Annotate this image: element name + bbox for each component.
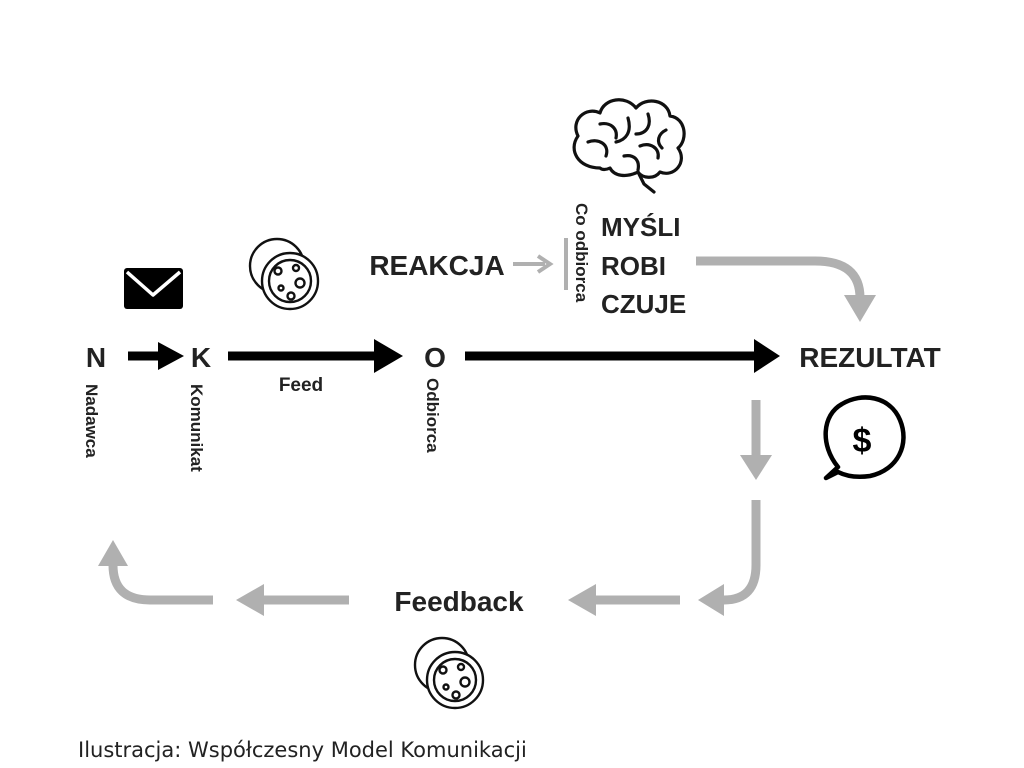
rezultat-label: REZULTAT	[799, 342, 941, 373]
cookies-icon	[248, 237, 320, 311]
brain-icon	[572, 98, 686, 194]
envelope-icon	[124, 268, 183, 309]
node-k-letter: K	[191, 342, 211, 373]
arrow-k-to-o	[228, 339, 403, 373]
node-n-letter: N	[86, 342, 106, 373]
reakcja-item-czuje: CZUJE	[601, 289, 686, 319]
svg-text:$: $	[853, 422, 872, 460]
feedback-flow	[98, 400, 772, 616]
dollar-speech-bubble-icon: $	[823, 395, 906, 481]
arrow-reakcja-to-bracket	[513, 254, 554, 274]
main-flow	[128, 339, 780, 373]
reakcja-side-label: Co odbiorca	[572, 203, 591, 303]
cookies-icon	[413, 636, 485, 710]
reakcja-item-robi: ROBI	[601, 251, 666, 281]
reakcja-item-mysli: MYŚLI	[601, 212, 680, 242]
arrow-reakcja-to-rezultat	[696, 256, 876, 322]
arrow-n-to-k	[128, 342, 184, 370]
feed-label: Feed	[279, 375, 323, 396]
node-n-label: Nadawca	[82, 384, 101, 458]
feedback-label: Feedback	[394, 586, 524, 617]
reakcja-label: REAKCJA	[369, 250, 504, 281]
node-o-label: Odbiorca	[423, 378, 442, 453]
figure-caption: Ilustracja: Współczesny Model Komunikacj…	[78, 738, 527, 762]
arrow-o-to-rezultat	[465, 339, 780, 373]
node-k-label: Komunikat	[187, 384, 206, 472]
node-o-letter: O	[424, 342, 446, 373]
